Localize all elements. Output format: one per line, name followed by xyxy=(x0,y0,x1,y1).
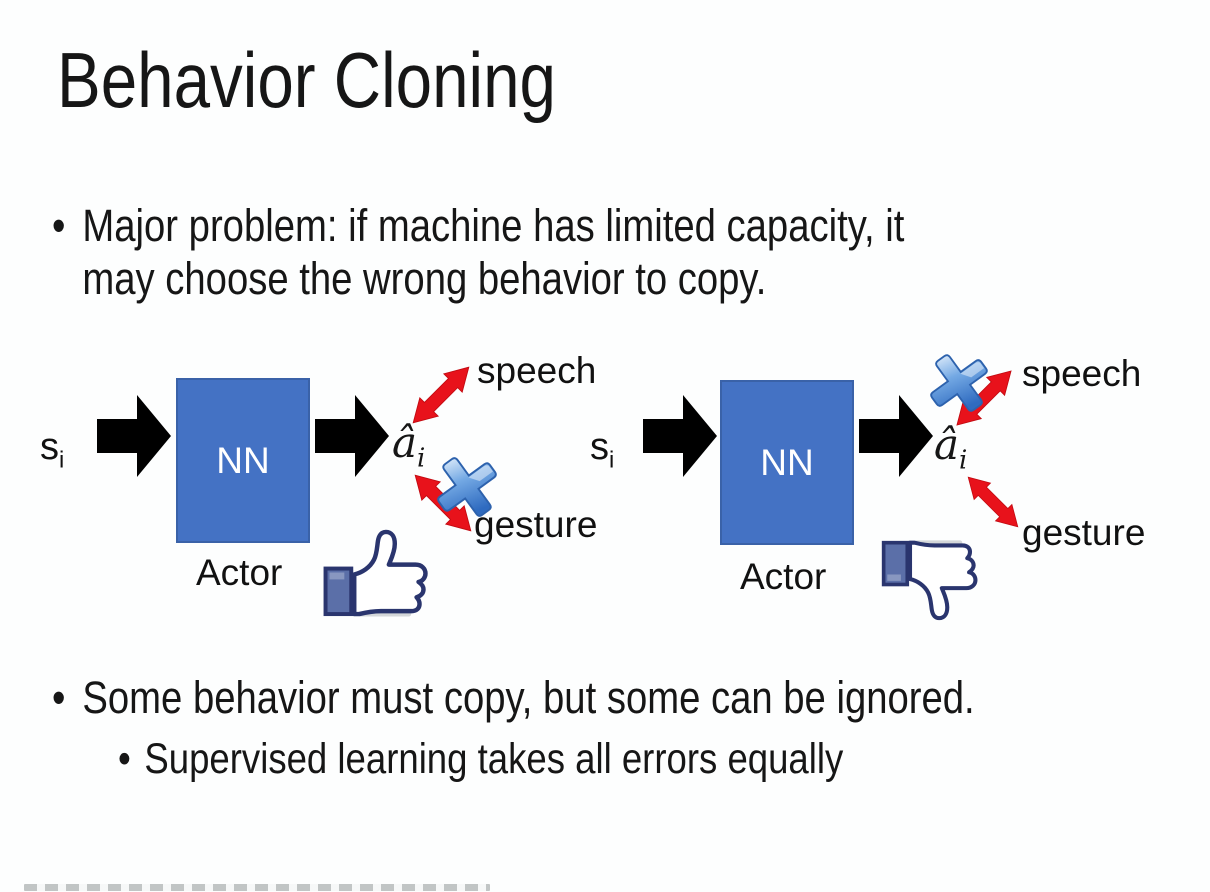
actor-label-right: Actor xyxy=(740,556,827,597)
bullet-glyph: • xyxy=(52,200,66,251)
bullet-text: Major problem: if machine has limited ca… xyxy=(82,200,905,304)
bullet-text: Supervised learning takes all errors equ… xyxy=(144,735,844,783)
bullet-major-problem: • Major problem: if machine has limited … xyxy=(52,200,904,305)
action-output-label-left: âi xyxy=(392,418,426,474)
nn-box-right: NN xyxy=(720,380,854,545)
bullet-some-behavior: • Some behavior must copy, but some can … xyxy=(52,672,975,724)
actor-label-left: Actor xyxy=(196,552,283,593)
bullet-text: Some behavior must copy, but some can be… xyxy=(82,672,975,723)
flow-arrow-icon xyxy=(97,395,171,477)
state-input-label-right: si xyxy=(590,426,615,473)
double-arrow-icon xyxy=(412,366,470,424)
speech-label-right: speech xyxy=(1022,353,1142,394)
bullet-supervised-learning: • Supervised learning takes all errors e… xyxy=(118,735,843,784)
nn-label: NN xyxy=(216,439,270,481)
action-output-label-right: âi xyxy=(934,420,968,476)
flow-arrow-icon xyxy=(859,395,933,477)
bullet-glyph: • xyxy=(118,735,131,783)
gesture-label-right: gesture xyxy=(1022,512,1146,553)
slide-title: Behavior Cloning xyxy=(57,36,556,124)
thumbs-down-icon xyxy=(880,531,980,628)
bullet-glyph: • xyxy=(52,672,66,723)
cross-out-icon xyxy=(928,352,990,414)
double-arrow-icon xyxy=(967,476,1019,528)
gesture-label-left: gesture xyxy=(474,504,598,545)
state-input-label-left: si xyxy=(40,426,65,473)
flow-arrow-icon xyxy=(315,395,389,477)
thumbs-up-icon xyxy=(320,527,432,621)
cross-out-icon xyxy=(435,455,499,519)
nn-label: NN xyxy=(760,441,814,483)
speech-label-left: speech xyxy=(477,350,597,391)
nn-box-left: NN xyxy=(176,378,310,543)
flow-arrow-icon xyxy=(643,395,717,477)
bottom-cutoff-artifact xyxy=(24,884,490,891)
